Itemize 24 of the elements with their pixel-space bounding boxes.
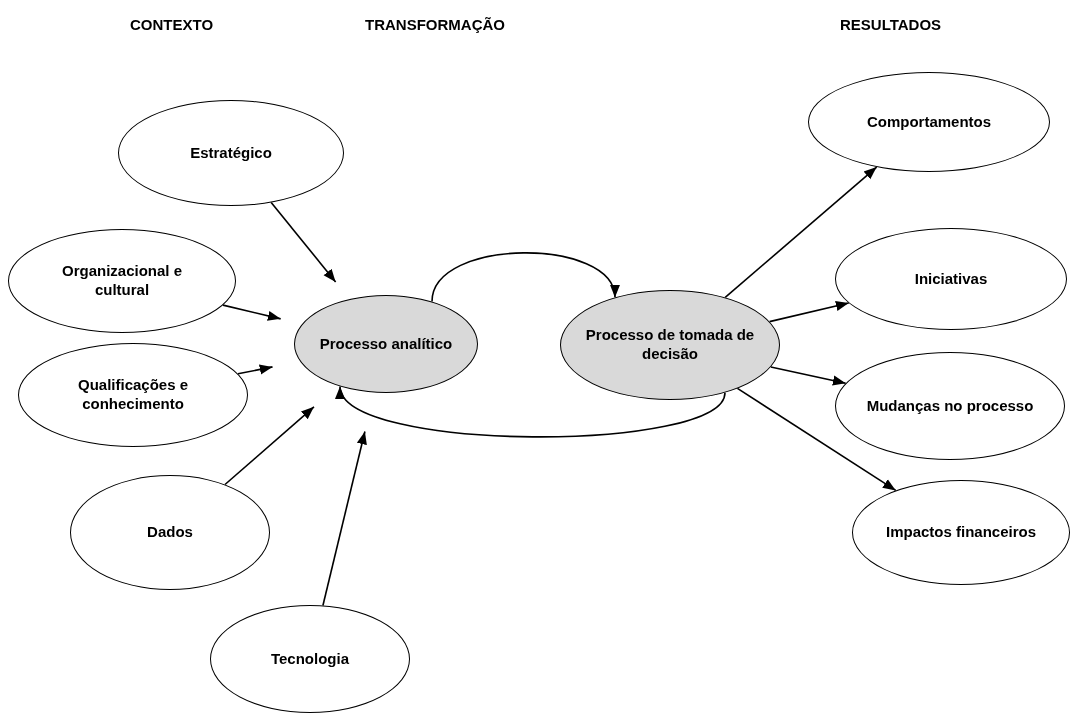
arrow xyxy=(237,364,274,375)
arrow xyxy=(431,252,617,303)
ellipse-node: Iniciativas xyxy=(835,228,1067,330)
arrow xyxy=(724,166,878,299)
arrow xyxy=(770,366,847,386)
column-heading: CONTEXTO xyxy=(130,15,214,35)
ellipse-node: Estratégico xyxy=(118,100,344,206)
ellipse-node: Organizacional e cultural xyxy=(8,229,236,333)
ellipse-node: Comportamentos xyxy=(808,72,1050,172)
arrow xyxy=(768,300,850,323)
ellipse-node: Processo de tomada de decisão xyxy=(560,290,780,400)
column-heading: RESULTADOS xyxy=(840,15,942,35)
ellipse-node: Processo analítico xyxy=(294,295,478,393)
ellipse-node: Tecnologia xyxy=(210,605,410,713)
arrow xyxy=(222,304,282,321)
arrow xyxy=(224,406,315,486)
arrow xyxy=(270,201,337,283)
ellipse-node: Mudanças no processo xyxy=(835,352,1065,460)
column-heading: TRANSFORMAÇÃO xyxy=(365,15,505,35)
ellipse-node: Dados xyxy=(70,475,270,590)
ellipse-node: Impactos financeiros xyxy=(852,480,1070,585)
ellipse-node: Qualificações e conhecimento xyxy=(18,343,248,447)
arrow xyxy=(736,387,897,492)
arrow xyxy=(322,430,367,607)
